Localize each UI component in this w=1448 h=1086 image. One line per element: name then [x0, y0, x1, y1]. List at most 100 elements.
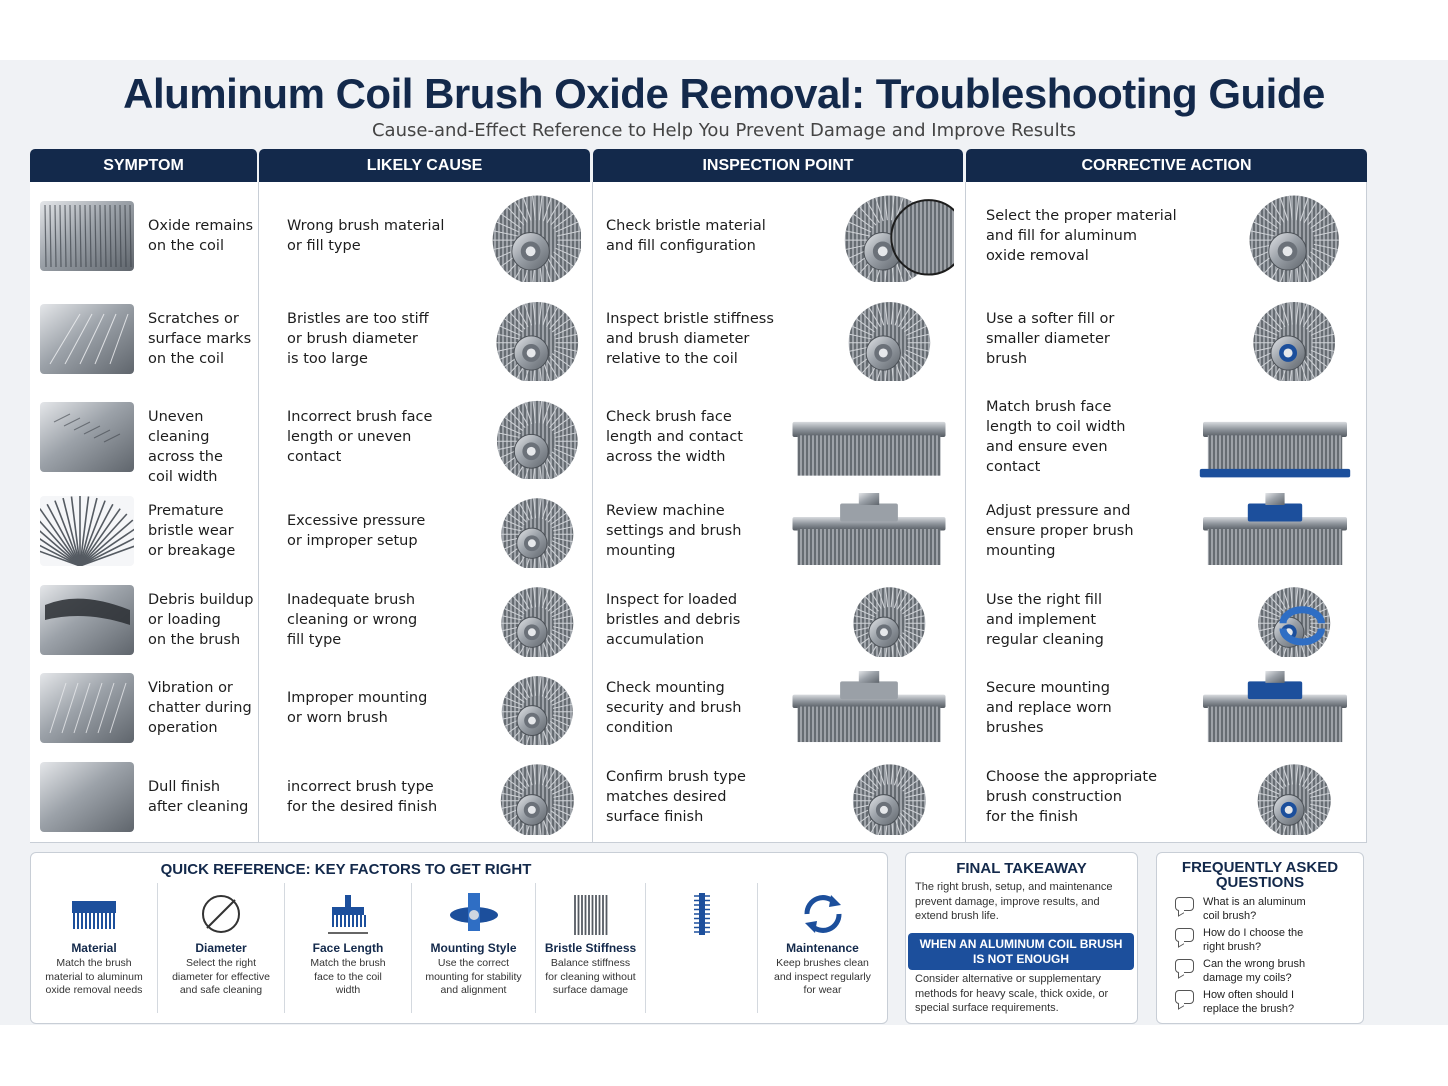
chat-bubble-icon — [1175, 990, 1194, 1004]
action-line: brush construction — [986, 789, 1122, 805]
inspection-cell: Check brush face length and contact across… — [593, 388, 966, 486]
cause-line: incorrect brush type — [287, 779, 434, 795]
symptom-photo — [40, 304, 134, 374]
symptom-photo — [40, 201, 134, 271]
cause-line: or brush diameter — [287, 331, 418, 347]
action-line: smaller diameter — [986, 331, 1110, 347]
inspection-text: Check brush face length and contact across… — [606, 407, 743, 467]
factor-name: Maintenance — [786, 941, 859, 955]
cause-text: incorrect brush type for the desired fini… — [287, 777, 437, 817]
factor-description-line: Use the correct — [437, 957, 510, 969]
action-line: and implement — [986, 612, 1097, 628]
cause-line: Inadequate brush — [287, 592, 416, 608]
factor-description-line: Balance stiffness — [550, 957, 631, 969]
brush-illustration — [784, 671, 954, 749]
inspection-line: length and contact — [606, 429, 743, 445]
action-line: and ensure even — [986, 439, 1108, 455]
factor-name: Bristle Stiffness — [544, 941, 637, 955]
action-line: Match brush face — [986, 399, 1112, 415]
brush-illustration — [466, 395, 581, 483]
symptom-photo — [40, 585, 134, 655]
inspection-line: Inspect for loaded — [606, 592, 738, 608]
factor-description-line: Select the right — [185, 957, 257, 969]
brush-illustration — [466, 582, 581, 661]
symptom-line: Oxide remains — [148, 218, 254, 234]
mounting-icon — [412, 889, 535, 939]
faq-question-line: coil brush? — [1203, 910, 1257, 922]
inspection-line: Check brush face — [606, 409, 732, 425]
symptom-line: on the coil — [148, 238, 224, 254]
inspection-cell: Inspect for loaded bristles and debris acc… — [593, 575, 966, 664]
brush-illustration — [1195, 296, 1355, 385]
final-takeaway-line: The right brush, setup, and maintenance — [915, 881, 1113, 893]
final-takeaway-line: prevent damage, improve results, and — [915, 895, 1100, 908]
alternative-note-line: special surface requirements. — [915, 1002, 1059, 1014]
action-line: Use a softer fill or — [986, 311, 1115, 327]
symptom-line: or loading — [148, 612, 221, 628]
action-line: mounting — [986, 543, 1056, 559]
symptom-cell: Oxide remains on the coil — [30, 182, 259, 289]
action-line: and replace worn — [986, 700, 1112, 716]
symptom-line: coil width — [148, 469, 218, 485]
not-enough-banner: WHEN AN ALUMINUM COIL BRUSH IS NOT ENOUG… — [908, 933, 1134, 970]
inspection-line: bristles and debris — [606, 612, 741, 628]
brush-illustration — [1195, 759, 1355, 839]
symptom-line: or breakage — [148, 543, 236, 559]
inspection-line: matches desired — [606, 789, 727, 805]
inspection-line: Inspect bristle stiffness — [606, 311, 774, 327]
inspection-line: across the width — [606, 449, 726, 465]
page-subtitle: Cause-and-Effect Reference to Help You P… — [371, 120, 1077, 141]
brush-illustration — [1195, 671, 1355, 749]
inspection-line: Check mounting — [606, 680, 725, 696]
faq-question-line: How often should I — [1203, 989, 1295, 1001]
symptom-photo — [40, 762, 134, 832]
guide-sheet: Aluminum Coil Brush Oxide Removal: Troub… — [0, 60, 1448, 1025]
brush-illustration — [1195, 189, 1355, 286]
action-line: Choose the appropriate — [986, 769, 1158, 785]
inspection-line: surface finish — [606, 809, 704, 825]
inspection-line: accumulation — [606, 632, 705, 648]
factor-description-line: Keep brushes clean — [776, 957, 869, 969]
cause-line: for the desired finish — [287, 799, 438, 815]
action-line: ensure proper brush — [986, 523, 1134, 539]
bristle-stiffness-icon — [536, 889, 645, 939]
quick-reference-title: QUICK REFERENCE: KEY FACTORS TO GET RIGH… — [160, 861, 532, 878]
brush-illustration — [1195, 395, 1355, 483]
symptom-line: surface marks — [148, 331, 252, 347]
faq-panel: FREQUENTLY ASKED QUESTIONS What is an al… — [1156, 852, 1364, 1024]
action-line: contact — [986, 459, 1041, 475]
action-line: length to coil width — [986, 419, 1126, 435]
factor-description-line: for cleaning without — [545, 970, 636, 983]
factor-description-line: Match the brush — [56, 957, 132, 969]
alternative-note-line: Consider alternative or supplementary — [915, 973, 1101, 985]
brush-illustration — [784, 189, 967, 286]
factor-description-line: width — [335, 984, 361, 996]
chat-bubble-icon — [1175, 897, 1194, 911]
face-length-icon — [285, 889, 411, 939]
inspection-line: mounting — [606, 543, 676, 559]
brush-illustration — [466, 296, 581, 385]
